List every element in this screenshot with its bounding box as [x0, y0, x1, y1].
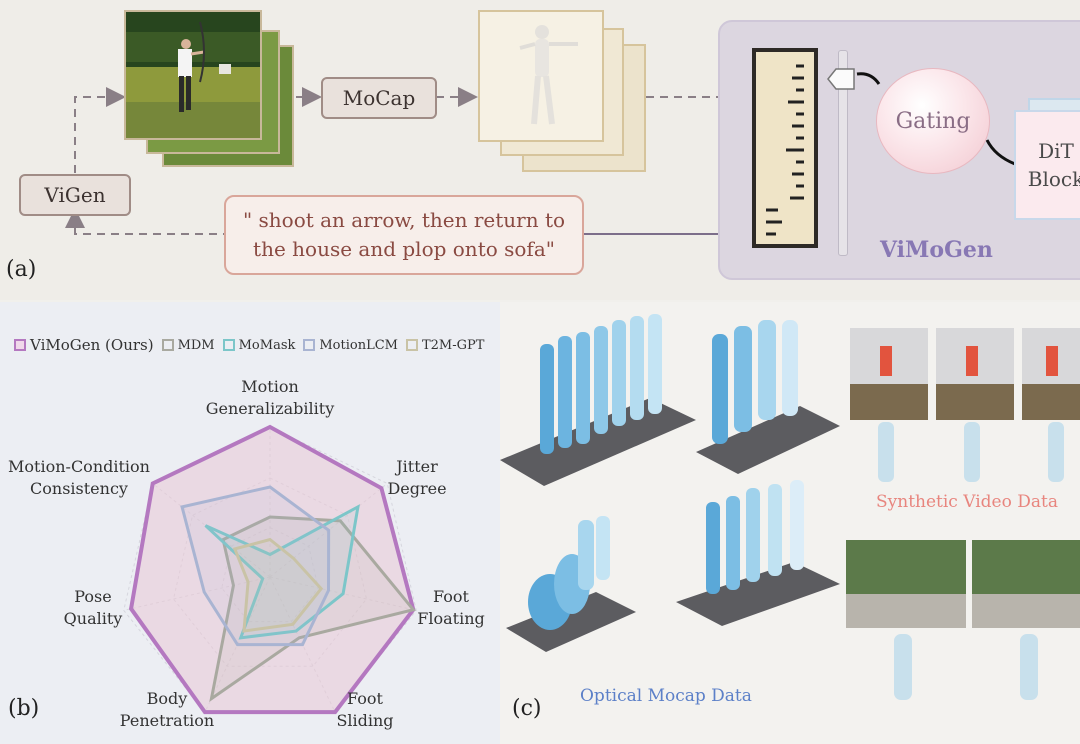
- radar-series-motionlcm: [180, 485, 331, 647]
- prompt-line-2: the house and plop onto sofa": [253, 237, 555, 261]
- legend-item-mdm: MDM: [161, 336, 215, 354]
- legend-swatch-icon: [405, 339, 418, 351]
- dit-line-2: Block: [1027, 167, 1080, 191]
- panel-a: MoCap ViGen " shoot an arrow, then retur…: [0, 0, 1080, 300]
- legend-item-motionlcm: MotionLCM: [303, 336, 398, 354]
- optical-mocap-data-label: Optical Mocap Data: [580, 686, 752, 706]
- optical-mocap-illustration: [500, 314, 1080, 700]
- legend-swatch-icon: [14, 339, 26, 351]
- gating-slider-track: [838, 50, 848, 256]
- panel-c-label: (c): [512, 696, 542, 721]
- legend-swatch-icon: [161, 339, 174, 351]
- panel-a-arrows: [65, 87, 748, 244]
- legend-item-momask: MoMask: [222, 336, 295, 354]
- vigen-label: ViGen: [44, 183, 106, 207]
- mocap-label: MoCap: [342, 86, 416, 110]
- motion-mesh-frame: [478, 10, 604, 142]
- panel-b-label: (b): [8, 696, 40, 721]
- text-prompt-box: " shoot an arrow, then return to the hou…: [224, 195, 584, 275]
- dit-block: DiT Block: [1014, 110, 1080, 220]
- radar-series-vimogen-ours: [128, 424, 416, 715]
- panel-a-label: (a): [6, 257, 37, 282]
- panel-c: Synthetic Video Data Optical Mocap Data …: [500, 302, 1080, 744]
- vigen-box: ViGen: [19, 174, 131, 216]
- legend-swatch-icon: [303, 339, 316, 351]
- dit-line-1: DiT: [1038, 139, 1074, 163]
- vigen-to-prompt-line: [74, 214, 224, 235]
- vigen-to-video-arrow: [74, 87, 126, 173]
- mocap-box: MoCap: [321, 77, 437, 119]
- human-mesh-figure: [519, 25, 578, 125]
- legend-item-vimogen: ViMoGen (Ours): [14, 336, 154, 354]
- legend-item-t2mgpt: T2M-GPT: [405, 336, 484, 354]
- synthetic-video-data-label: Synthetic Video Data: [876, 492, 1058, 512]
- gating-circle: Gating: [876, 68, 990, 174]
- gating-label: Gating: [895, 108, 971, 134]
- radar-grid-ring: [123, 426, 417, 713]
- gating-connectors: [856, 72, 1016, 166]
- radar-chart: [123, 424, 417, 715]
- radar-series-t2m-gpt: [232, 537, 324, 633]
- panel-b: ViMoGen (Ours) MDM MoMask MotionLCM T2M-…: [0, 302, 500, 744]
- slider-handle-icon: [827, 68, 855, 90]
- motion-token-ruler: [752, 48, 818, 248]
- prompt-line-1: " shoot an arrow, then return to: [242, 208, 566, 232]
- vimogen-title: ViMoGen: [880, 237, 993, 263]
- legend-swatch-icon: [222, 339, 235, 351]
- archer-video-frame: [124, 10, 262, 140]
- radar-legend: ViMoGen (Ours) MDM MoMask MotionLCM T2M-…: [14, 336, 504, 354]
